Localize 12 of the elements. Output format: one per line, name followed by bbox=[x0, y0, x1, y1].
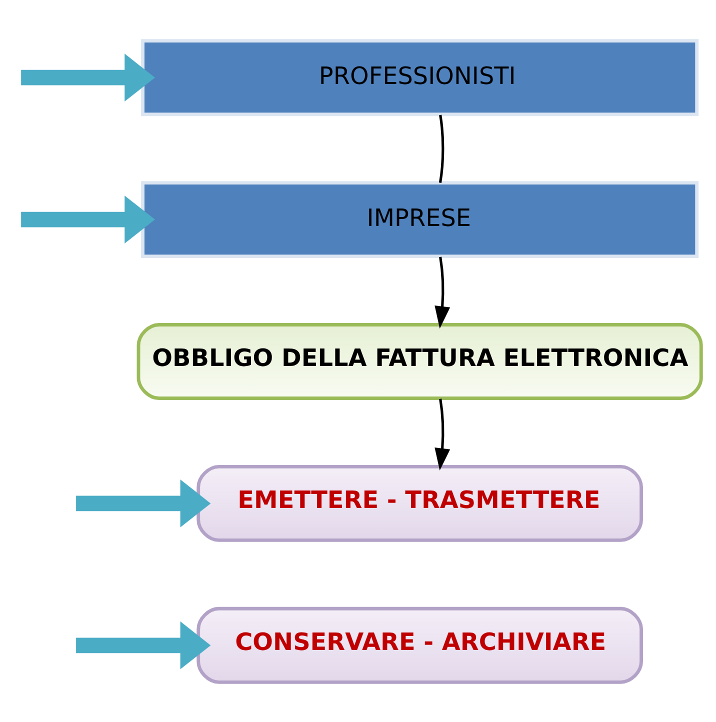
node-box: CONSERVARE - ARCHIVIARE bbox=[196, 606, 643, 684]
arrow bbox=[76, 478, 211, 527]
arrow bbox=[76, 620, 211, 669]
node-box: EMETTERE - TRASMETTERE bbox=[196, 464, 643, 542]
connector bbox=[438, 114, 444, 182]
arrow bbox=[21, 53, 156, 102]
arrow bbox=[21, 195, 156, 243]
node-box: PROFESSIONISTI bbox=[141, 38, 699, 116]
node-box: IMPRESE bbox=[141, 180, 699, 258]
arrow bbox=[434, 256, 450, 328]
arrow bbox=[434, 398, 450, 470]
node-box: OBBLIGO DELLA FATTURA ELETTRONICA bbox=[136, 322, 703, 400]
